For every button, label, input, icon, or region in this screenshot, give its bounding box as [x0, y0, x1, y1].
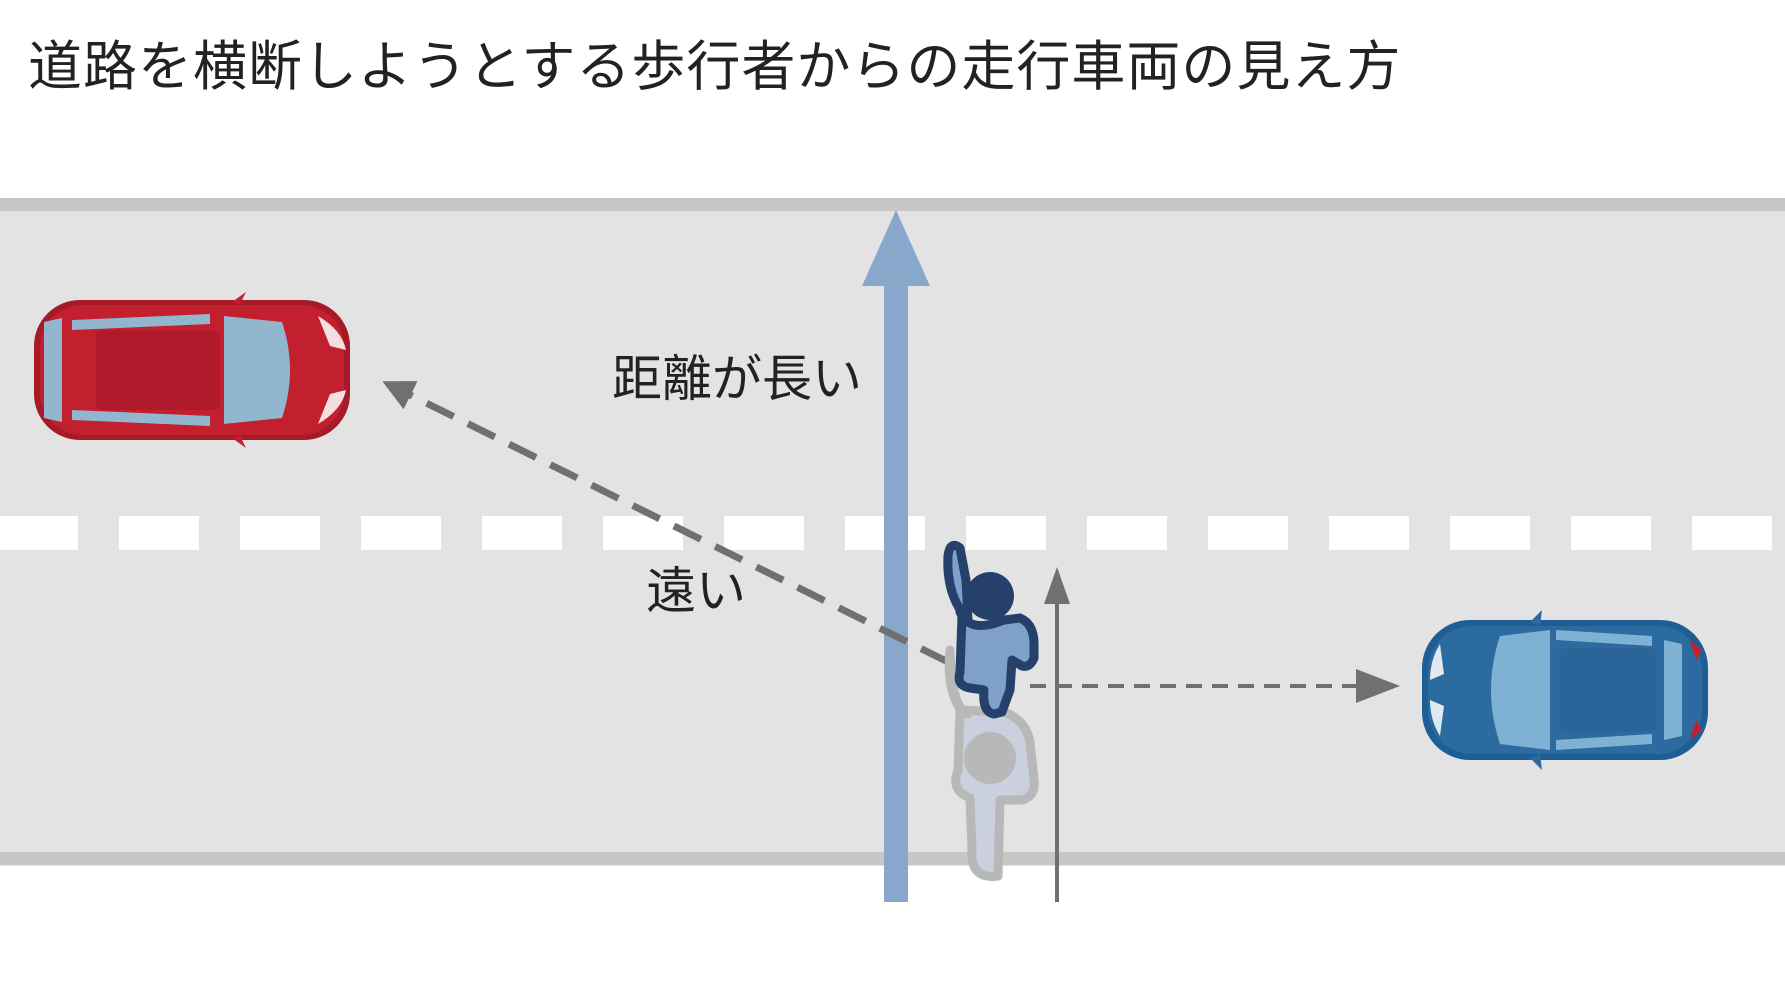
pedestrian-icon [943, 540, 1039, 719]
gaze-arrow-far-car [382, 380, 950, 666]
crossing-arrow [862, 210, 930, 902]
lane-dash [603, 516, 683, 550]
lane-dash [1450, 516, 1530, 550]
red-car-icon [34, 292, 350, 448]
lane-dash [361, 516, 441, 550]
diagram-title: 道路を横断しようとする歩行者からの走行車両の見え方 [28, 35, 1402, 98]
lane-dash [1571, 516, 1651, 550]
lane-dash [724, 516, 804, 550]
lane-dash [119, 516, 199, 550]
lane-dash [1208, 516, 1288, 550]
lane-dash [1329, 516, 1409, 550]
lane-marking [0, 516, 1772, 550]
lane-dash [966, 516, 1046, 550]
gaze-arrow-near-car-head [1356, 669, 1400, 703]
lane-dash [240, 516, 320, 550]
lane-dash [482, 516, 562, 550]
road-edge-top [0, 198, 1785, 211]
label-far: 遠い [646, 562, 746, 620]
lane-dash [0, 516, 78, 550]
walking-direction-arrow-head [1044, 567, 1070, 604]
blue-car-icon [1422, 610, 1708, 770]
lane-dash [1087, 516, 1167, 550]
crossing-arrow-head [862, 210, 930, 286]
pedestrian-ghost-icon [944, 645, 1039, 881]
crossing-arrow-shaft [884, 280, 908, 902]
label-long-distance: 距離が長い [612, 350, 862, 408]
lane-dash [1692, 516, 1772, 550]
